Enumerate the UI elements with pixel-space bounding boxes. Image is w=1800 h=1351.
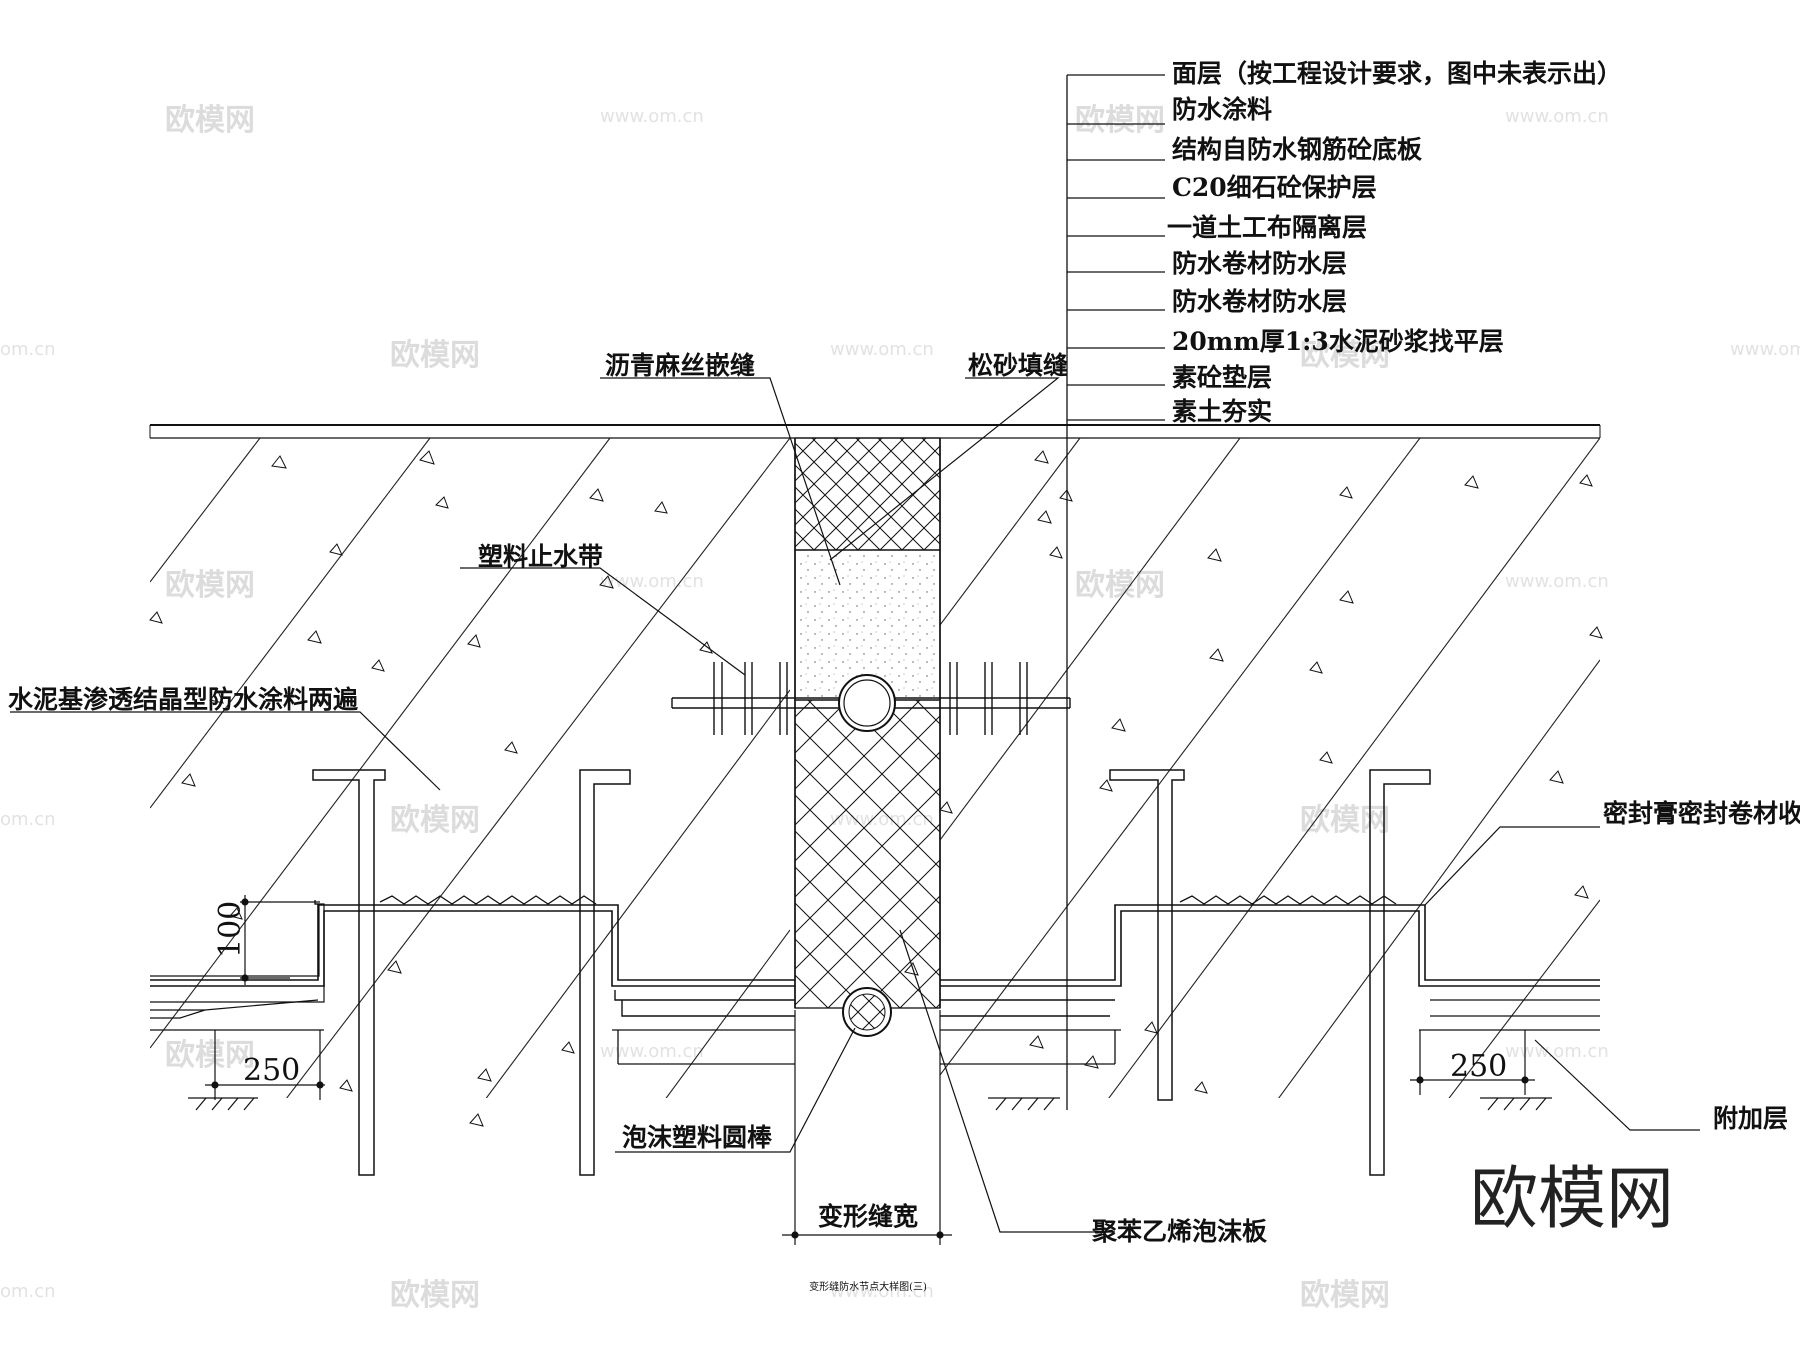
layer-label: 防水涂料 (1172, 95, 1272, 124)
layer-label: 防水卷材防水层 (1172, 287, 1347, 316)
watermark-mark: 欧模网 (390, 338, 480, 373)
watermark-url: www.om.cn (1505, 106, 1609, 127)
watermark-mark: 欧模网 (165, 568, 255, 603)
waterproof-membrane-right (940, 895, 1600, 1065)
drawing-caption: 变形缝防水节点大样图(三) (809, 1280, 927, 1293)
watermark-mark: 欧模网 (165, 103, 255, 138)
watermark-url: om.cn (0, 809, 56, 830)
layer-label: 素土夯实 (1172, 397, 1272, 426)
watermark-mark: 欧模网 (1300, 338, 1390, 373)
rebars (312, 769, 1431, 1176)
watermark-url: www.om.cn (830, 339, 934, 360)
asphalt-hemp-label: 沥青麻丝嵌缝 (605, 351, 755, 380)
eps-board (794, 699, 941, 1009)
watermark-url: www.om.cn (830, 1281, 934, 1302)
slab-surface (149, 424, 1601, 439)
crystalline-coating-label: 水泥基渗透结晶型防水涂料两遍 (8, 685, 358, 714)
watermark-mark: 欧模网 (1075, 568, 1165, 603)
layer-label: 一道土工布隔离层 (1167, 213, 1367, 242)
watermark-url: www.om.cn (1505, 571, 1609, 592)
sealant-end-label: 密封膏密封卷材收头 (1603, 799, 1800, 828)
concrete-hatch-right (940, 437, 1600, 1098)
waterstop-label: 塑料止水带 (478, 542, 603, 571)
watermark-mark: 欧模网 (1300, 803, 1390, 838)
ground-symbols (188, 1097, 1552, 1111)
dim-left-width: 250 (243, 1053, 300, 1088)
waterproof-membrane-left (150, 895, 795, 1065)
layer-stack-leader (1066, 74, 1165, 1110)
dimension-lines (205, 895, 1535, 1245)
layer-stack-labels: 面层（按工程设计要求，图中未表示出） 防水涂料 结构自防水钢筋砼底板 C20细石… (1167, 59, 1622, 426)
watermark-url: www.om.cn (600, 106, 704, 127)
watermark-url: om.cn (0, 339, 56, 360)
dimension-labels: 100 250 250 变形缝宽 (213, 901, 1507, 1231)
concrete-hatch-left (150, 437, 790, 1098)
watermark-mark: 欧模网 (390, 1278, 480, 1313)
callout-labels: 沥青麻丝嵌缝 松砂填缝 塑料止水带 水泥基渗透结晶型防水涂料两遍 密封膏密封卷材… (8, 351, 1800, 1246)
watermark-mark: 欧模网 (165, 1038, 255, 1073)
watermark-url: www.om.cn (1730, 339, 1800, 360)
watermark-url: om.cn (0, 1281, 56, 1302)
loose-sand-label: 松砂填缝 (968, 351, 1068, 380)
watermark-url: www.om.cn (1505, 1041, 1609, 1062)
asphalt-hemp-fill (794, 437, 941, 551)
layer-label: C20细石砼保护层 (1172, 173, 1377, 202)
watermark-url: www.om.cn (600, 1041, 704, 1062)
layer-label: 防水卷材防水层 (1172, 249, 1347, 278)
layer-label: 结构自防水钢筋砼底板 (1172, 135, 1422, 164)
watermark-url: www.om.cn (600, 571, 704, 592)
plastic-waterstop (671, 662, 1071, 735)
eps-board-label: 聚苯乙烯泡沫板 (1091, 1217, 1267, 1246)
brand-watermark: 欧模网 (1470, 1160, 1674, 1239)
layer-label: 面层（按工程设计要求，图中未表示出） (1172, 59, 1622, 88)
dim-right-width: 250 (1450, 1049, 1507, 1084)
additional-layer-label: 附加层 (1713, 1104, 1788, 1133)
deformation-joint (794, 437, 941, 1009)
layer-label: 20mm厚1:3水泥砂浆找平层 (1172, 327, 1504, 356)
joint-width-label: 变形缝宽 (818, 1202, 918, 1231)
foam-rod (842, 987, 892, 1037)
dim-step-height: 100 (213, 901, 248, 958)
watermark-mark: 欧模网 (1075, 103, 1165, 138)
foam-rod-label: 泡沫塑料圆棒 (622, 1123, 773, 1152)
callout-leaders (10, 377, 1700, 1233)
layer-label: 素砼垫层 (1172, 363, 1272, 392)
aggregate-marks (149, 450, 1603, 1127)
watermark-mark: 欧模网 (1300, 1278, 1390, 1313)
watermark-mark: 欧模网 (390, 803, 480, 838)
